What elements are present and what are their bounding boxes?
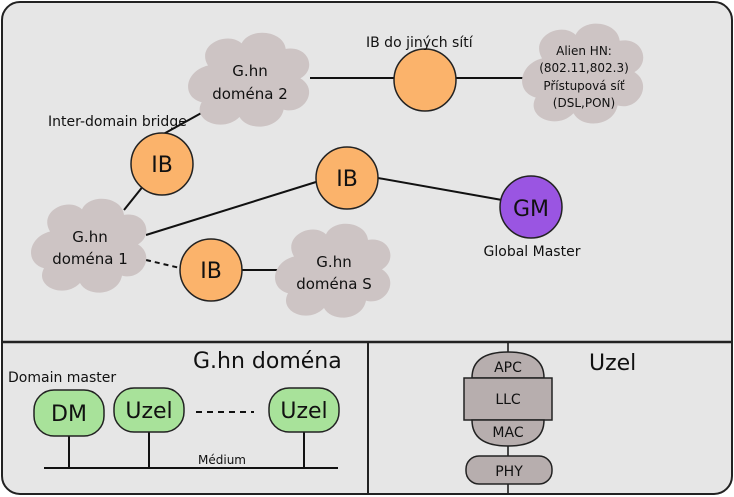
domain-master-node xyxy=(33,389,105,437)
stack-mac-label: MAC xyxy=(492,425,523,441)
line-ib-domain1 xyxy=(123,184,145,211)
global-master-node xyxy=(499,175,563,239)
stack-phy xyxy=(465,455,553,485)
cloud-domain-s-line2: doména S xyxy=(296,275,372,293)
cloud-domain-2-line2: doména 2 xyxy=(212,85,288,103)
medium-label: Médium xyxy=(198,453,246,467)
ib-other-networks-node xyxy=(393,48,457,112)
node-2 xyxy=(268,387,340,433)
cloud-domain-1-line1: G.hn xyxy=(72,228,107,246)
ib-center-text: IB xyxy=(336,167,358,192)
ib-center-node xyxy=(315,146,379,210)
domain-panel-title: G.hn doména xyxy=(193,349,342,374)
node-2-label: Uzel xyxy=(280,399,327,424)
cloud-domain-s-line1: G.hn xyxy=(316,253,351,271)
medium-bus xyxy=(44,411,338,469)
node-1 xyxy=(113,387,185,433)
stack-llc xyxy=(463,377,553,421)
stack-mac xyxy=(471,419,545,447)
stack-phy-label: PHY xyxy=(495,464,523,480)
cloud-alien-line2: (802.11,802.3) xyxy=(539,61,629,75)
ib-lower-node xyxy=(179,238,243,302)
domain-master-node-label: DM xyxy=(51,402,87,427)
line-ib-center-gm xyxy=(377,177,503,201)
domain-master-label: Domain master xyxy=(8,370,116,386)
cloud-alien-line3: Přístupová síť xyxy=(543,79,625,93)
ib-other-networks-label: IB do jiných sítí xyxy=(366,35,474,51)
stack-apc-label: APC xyxy=(494,360,522,376)
ib-inter-domain-node xyxy=(130,132,194,196)
inter-domain-bridge-label: Inter-domain bridge xyxy=(48,114,187,130)
cloud-domain-2-line1: G.hn xyxy=(232,62,267,80)
node-panel-title: Uzel xyxy=(589,351,636,376)
ib-inter-domain-text: IB xyxy=(151,153,173,178)
ib-lower-text: IB xyxy=(200,259,222,284)
cloud-alien-line1: Alien HN: xyxy=(556,44,612,58)
dashed-line-domain1-ib-lower xyxy=(145,259,181,269)
cloud-domain-1-line2: doména 1 xyxy=(52,250,128,268)
cloud-alien-line4: (DSL,PON) xyxy=(553,96,615,110)
stack-llc-label: LLC xyxy=(495,392,521,408)
connections xyxy=(123,77,530,271)
node-1-label: Uzel xyxy=(125,399,172,424)
global-master-caption: Global Master xyxy=(484,244,581,260)
line-domain1-ib-center xyxy=(145,181,317,236)
stack-apc xyxy=(471,351,545,379)
global-master-abbr: GM xyxy=(513,197,549,222)
